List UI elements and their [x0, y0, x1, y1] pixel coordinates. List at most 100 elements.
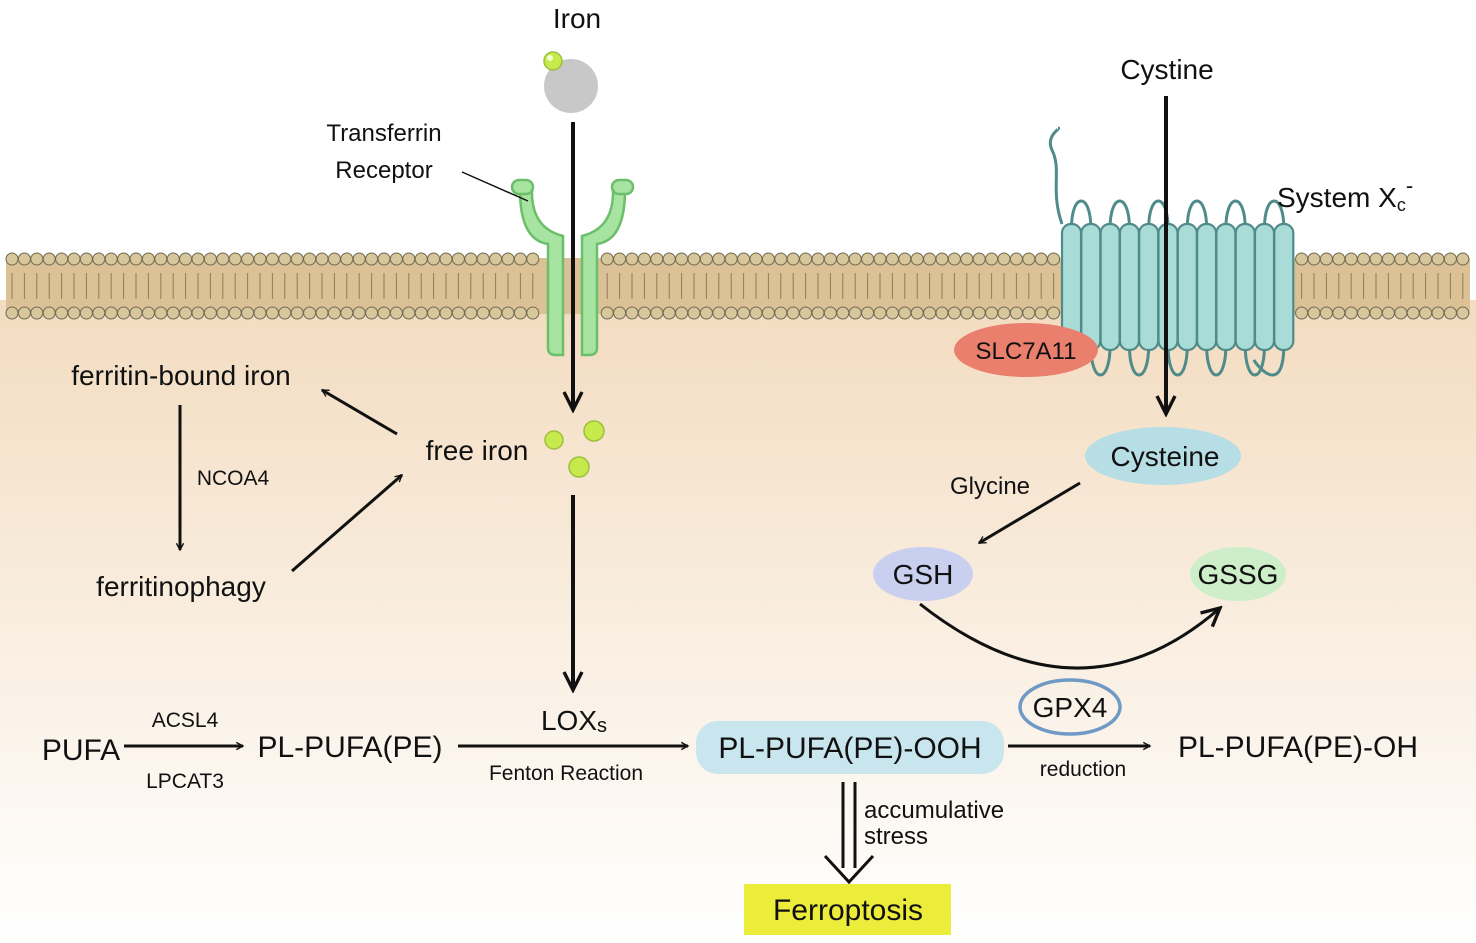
accumulative-stress-arrow — [823, 782, 875, 885]
lipid-head — [154, 306, 168, 320]
ncoa4-label: NCOA4 — [197, 467, 270, 490]
lipid-head — [1443, 252, 1457, 266]
extracellular-loop — [1108, 199, 1131, 229]
lipid-head — [1295, 306, 1309, 320]
lipid-head — [1369, 306, 1383, 320]
cysteine-to-gsh-arrow — [979, 481, 1081, 545]
gsh-label: GSH — [893, 559, 954, 590]
lipid-head — [129, 306, 143, 320]
lipid-head — [352, 252, 366, 266]
lipid-head — [290, 252, 304, 266]
lipid-head — [67, 306, 81, 320]
lipid-head — [278, 252, 292, 266]
lipid-head — [377, 306, 391, 320]
free-iron-label: free iron — [426, 435, 529, 466]
lipid-head — [848, 306, 862, 320]
lipid-head — [786, 252, 800, 266]
lipid-head — [104, 306, 118, 320]
lipid-head — [327, 306, 341, 320]
lipid-head — [799, 252, 813, 266]
transmembrane-helix — [1273, 222, 1295, 352]
lipid-head — [1047, 252, 1061, 266]
lipid-head — [687, 306, 701, 320]
lipid-head — [5, 306, 19, 320]
lipid-head — [402, 306, 416, 320]
transferrin-protein — [544, 59, 598, 113]
lipid-head — [637, 306, 651, 320]
lipid-head — [464, 252, 478, 266]
lipid-head — [42, 252, 56, 266]
lipid-head — [489, 252, 503, 266]
intracellular-loop — [1127, 344, 1151, 377]
lipid-head — [365, 306, 379, 320]
fenton-reaction-label: Fenton Reaction — [489, 762, 643, 785]
lipid-head — [774, 252, 788, 266]
lipid-head — [427, 252, 441, 266]
lipid-head — [662, 306, 676, 320]
lipid-head — [1307, 252, 1321, 266]
lipid-head — [786, 306, 800, 320]
lipid-head — [600, 252, 614, 266]
intracellular-loop — [1166, 344, 1189, 377]
lipid-head — [811, 252, 825, 266]
lipid-head — [303, 252, 317, 266]
lipid-head — [600, 306, 614, 320]
lipid-head — [476, 306, 490, 320]
lipid-head — [30, 252, 44, 266]
transferrin-receptor — [510, 178, 635, 357]
lipid-head — [166, 306, 180, 320]
lipid-head — [1381, 306, 1395, 320]
lipid-head — [687, 252, 701, 266]
cysteine-label: Cysteine — [1111, 441, 1220, 472]
lipid-head — [414, 306, 428, 320]
lipid-head — [129, 252, 143, 266]
lipid-head — [17, 252, 31, 266]
gpx4-enzyme — [1018, 678, 1122, 736]
cysteine-node — [1085, 427, 1241, 485]
lipid-head — [1034, 252, 1048, 266]
c-terminal-tail — [1252, 344, 1286, 377]
lipid-head — [303, 306, 317, 320]
lipid-head — [439, 306, 453, 320]
lipid-head — [340, 252, 354, 266]
lipid-head — [377, 252, 391, 266]
gpx4-label: GPX4 — [1033, 692, 1108, 723]
pl-pufa-pe-oh-label: PL-PUFA(PE)-OH — [1178, 731, 1418, 764]
lipid-head — [885, 306, 899, 320]
lipid-head — [1319, 252, 1333, 266]
lipid-head — [1357, 306, 1371, 320]
transmembrane-helix — [1138, 222, 1160, 352]
lipid-head — [340, 306, 354, 320]
lipid-head — [699, 306, 713, 320]
lipid-head — [935, 252, 949, 266]
lipid-head — [30, 306, 44, 320]
lipid-head — [836, 306, 850, 320]
lipid-head — [836, 252, 850, 266]
lipid-head — [749, 306, 763, 320]
lipid-head — [1369, 252, 1383, 266]
lipid-head — [1034, 306, 1048, 320]
lipid-head — [873, 252, 887, 266]
lipid-head — [414, 252, 428, 266]
lipid-head — [823, 306, 837, 320]
lipid-head — [1332, 306, 1346, 320]
free-iron-to-ferritin-arrow — [322, 388, 398, 436]
lipid-head — [1332, 252, 1346, 266]
transmembrane-helix — [1215, 222, 1237, 352]
lipid-head — [712, 252, 726, 266]
lipid-head — [861, 252, 875, 266]
lipid-head — [402, 252, 416, 266]
lipid-head — [848, 252, 862, 266]
lipid-head — [613, 306, 627, 320]
lipid-head — [712, 306, 726, 320]
reduction-label: reduction — [1040, 758, 1126, 781]
lipid-head — [42, 306, 56, 320]
transmembrane-helix — [1176, 222, 1198, 352]
lipid-head — [811, 306, 825, 320]
lipid-head — [265, 252, 279, 266]
extracellular-loop — [1185, 199, 1209, 229]
lipid-head — [675, 252, 689, 266]
lipid-head — [389, 252, 403, 266]
pl-pufa-pe-ooh-node — [696, 721, 1004, 774]
lipid-head — [885, 252, 899, 266]
